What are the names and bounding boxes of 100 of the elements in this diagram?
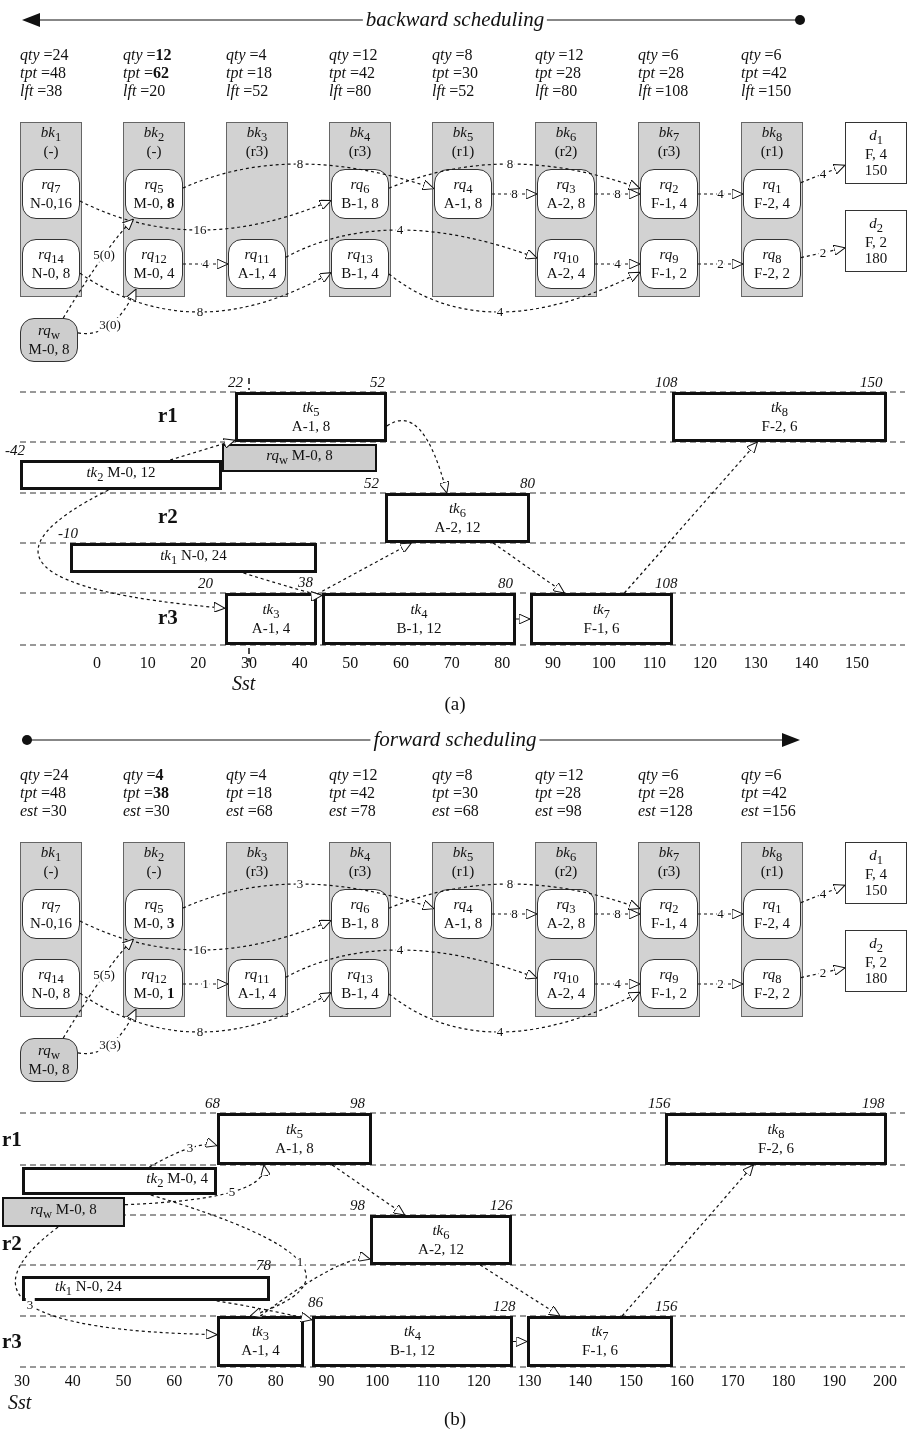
tick-label: 30 — [241, 654, 257, 672]
tick-label: 140 — [794, 654, 819, 672]
block-label: (r1) — [760, 144, 784, 160]
request-box — [537, 959, 595, 1009]
request-label: F-1, 4 — [651, 195, 687, 212]
dependency-arrow — [594, 258, 641, 270]
request-label: rq$_{5}$ — [144, 896, 164, 916]
block-label: bk$_{1}$ — [40, 125, 62, 145]
block-label: (r2) — [554, 864, 578, 880]
request-label: rq$_{5}$ — [144, 176, 164, 196]
task-label: tk$_{4}$ — [403, 1324, 422, 1344]
task-label: A-1, 8 — [291, 418, 331, 435]
task-bar — [22, 1276, 270, 1301]
dependency-arrow — [14, 1226, 218, 1340]
request-box — [22, 889, 80, 939]
request-label: rq$_{2}$ — [659, 176, 679, 196]
dependency-arrow — [697, 188, 744, 200]
request-label: N-0,16 — [29, 195, 73, 212]
task-label: F-1, 6 — [583, 620, 620, 637]
request-box — [537, 889, 595, 939]
dependency-arrow — [216, 1300, 313, 1323]
demand-label: F, 4 — [864, 146, 888, 163]
task-bar — [235, 392, 387, 442]
block-label: (r3) — [245, 864, 269, 880]
tick-label: 110 — [416, 1372, 440, 1390]
request-label: F-1, 2 — [651, 265, 687, 282]
tick-label: 170 — [720, 1372, 745, 1390]
tick-label: 0 — [93, 654, 101, 672]
request-label: F-2, 4 — [754, 915, 790, 932]
request-box — [537, 239, 595, 289]
time-label: 156 — [655, 1298, 678, 1315]
block-column — [329, 122, 391, 297]
parameter-label: qty =4 — [226, 766, 267, 784]
request-label: rq$_{1}$ — [762, 176, 782, 196]
parameter-label: lft =52 — [226, 82, 269, 100]
tick-label: 100 — [365, 1372, 390, 1390]
parameter-label: tpt =42 — [329, 64, 375, 82]
request-box — [434, 169, 492, 219]
task-bar — [20, 460, 222, 490]
block-label: (-) — [146, 864, 162, 880]
parameter-label: lft =52 — [432, 82, 475, 100]
demand-label: F, 2 — [864, 234, 888, 251]
request-label: rq$_{4}$ — [453, 176, 473, 196]
parameter-label: tpt =62 — [123, 64, 169, 82]
task-bar — [70, 543, 317, 573]
task-bar — [665, 1113, 887, 1165]
request-label: N-0, 8 — [31, 265, 71, 282]
request-label: rq$_{3}$ — [556, 896, 576, 916]
demand-box — [845, 210, 907, 272]
request-box — [331, 959, 389, 1009]
request-box — [125, 169, 183, 219]
request-label: rq$_{11}$ — [244, 246, 270, 266]
tick-label: 150 — [619, 1372, 644, 1390]
dependency-arrow — [182, 163, 435, 191]
task-label: tk$_{3}$ — [251, 1324, 270, 1344]
request-label: rq$_{11}$ — [244, 966, 270, 986]
demand-label: 150 — [864, 882, 888, 899]
parameter-label: tpt =38 — [123, 784, 169, 802]
dependency-arrow — [800, 164, 846, 184]
time-label: 80 — [498, 575, 513, 592]
demand-box — [845, 122, 907, 184]
block-label: (-) — [146, 144, 162, 160]
dependency-arrow — [800, 884, 846, 904]
task-bar — [527, 1316, 673, 1367]
parameter-label: qty =8 — [432, 46, 473, 64]
request-label: M-0, 4 — [133, 265, 175, 282]
tick-label: 160 — [669, 1372, 694, 1390]
time-label: 98 — [350, 1095, 365, 1112]
parameter-label: tpt =42 — [329, 784, 375, 802]
task-bar — [2, 1197, 125, 1227]
task-label: tk$_{7}$ — [592, 601, 611, 621]
block-column — [123, 842, 185, 1017]
parameter-label: tpt =28 — [638, 64, 684, 82]
time-label: 156 — [648, 1095, 671, 1112]
time-label: 150 — [860, 374, 883, 391]
parameter-label: tpt =28 — [638, 784, 684, 802]
task-bar — [225, 593, 317, 645]
resource-label: r1 — [158, 404, 178, 428]
task-label: tk$_{5}$ — [302, 399, 320, 419]
parameter-label: tpt =30 — [432, 784, 478, 802]
parameter-label: qty =4 — [123, 766, 164, 784]
task-label: A-1, 8 — [275, 1140, 314, 1157]
request-box — [331, 889, 389, 939]
request-label: rq$_{8}$ — [762, 966, 782, 986]
block-label: (r3) — [245, 144, 269, 160]
task-bar — [370, 1215, 512, 1265]
tick-label: 80 — [494, 654, 511, 672]
parameter-label: qty =12 — [329, 766, 378, 784]
time-label: 108 — [655, 575, 678, 592]
task-label: A-2, 12 — [434, 519, 481, 536]
time-label: 80 — [520, 475, 535, 492]
demand-label: 180 — [864, 250, 888, 267]
task-label: tk$_{6}$ — [448, 500, 467, 520]
parameter-label: tpt =28 — [535, 64, 581, 82]
task-label: tk$_{7}$ — [591, 1324, 609, 1344]
task-label: B-1, 12 — [390, 1343, 435, 1359]
block-column — [741, 122, 803, 297]
dependency-arrow — [285, 229, 538, 260]
request-label: rq$_{10}$ — [553, 246, 579, 266]
parameter-label: est =30 — [123, 802, 170, 820]
